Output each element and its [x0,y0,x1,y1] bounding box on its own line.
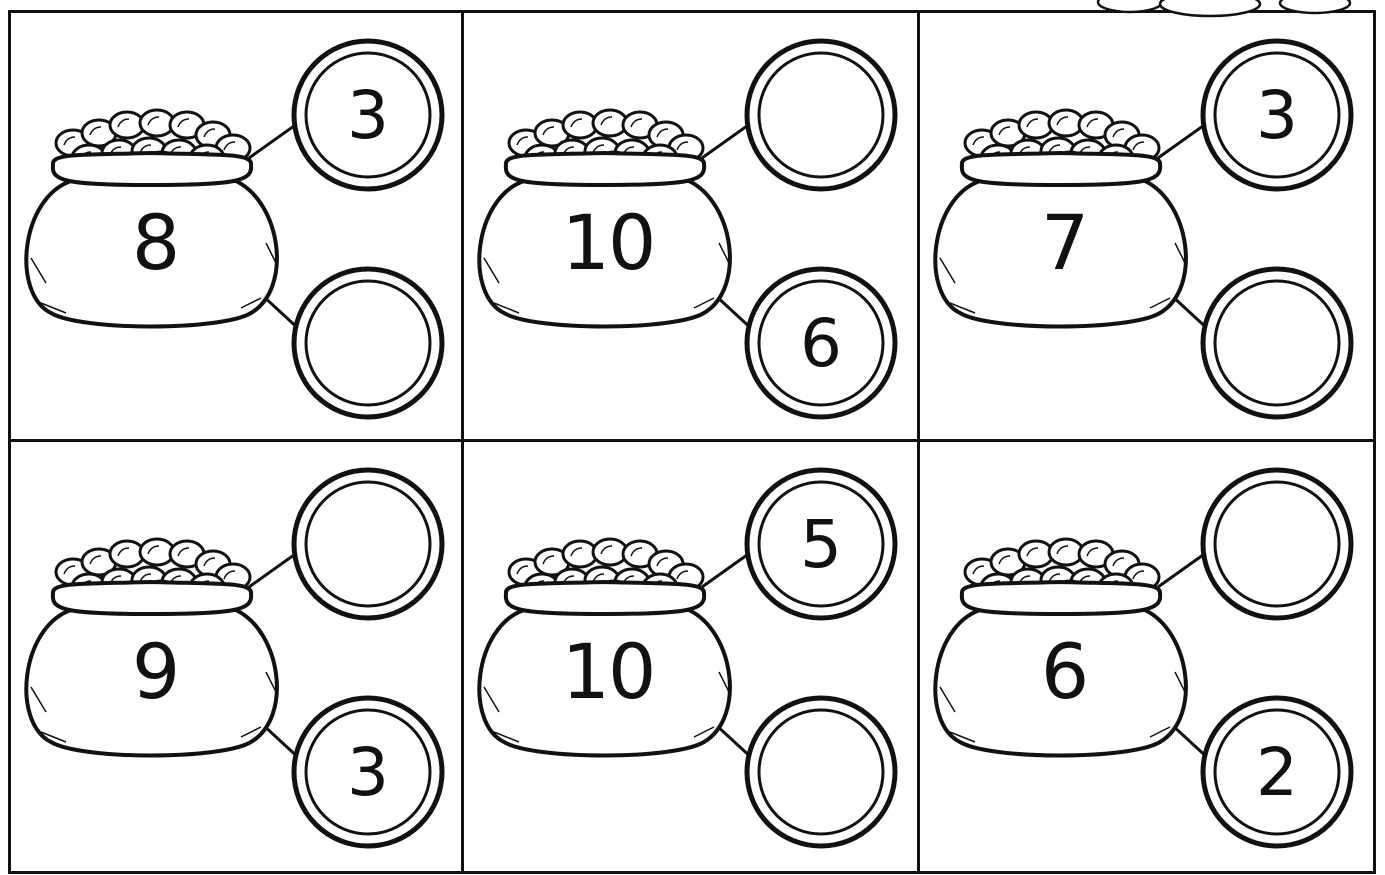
top-part-number[interactable]: 5 [761,512,881,578]
number-bond-cell: 7 3 [920,10,1376,442]
whole-number: 7 [964,205,1164,281]
number-bond-cell: 8 3 [8,10,464,442]
bottom-part-number[interactable]: 2 [1217,740,1337,806]
number-bond-cell: 9 3 [8,442,464,874]
bottom-part-number[interactable]: 6 [761,311,881,377]
whole-number: 8 [55,205,255,281]
top-part-number[interactable]: 3 [308,83,428,149]
whole-number: 6 [964,634,1164,710]
number-bond-cell: 6 2 [920,442,1376,874]
whole-number: 9 [55,634,255,710]
whole-number: 10 [508,205,708,281]
whole-number: 10 [508,634,708,710]
top-part-number[interactable]: 3 [1217,83,1337,149]
number-bond-cell: 10 5 [464,442,920,874]
bottom-part-number[interactable]: 3 [308,740,428,806]
number-bond-cell: 10 6 [464,10,920,442]
